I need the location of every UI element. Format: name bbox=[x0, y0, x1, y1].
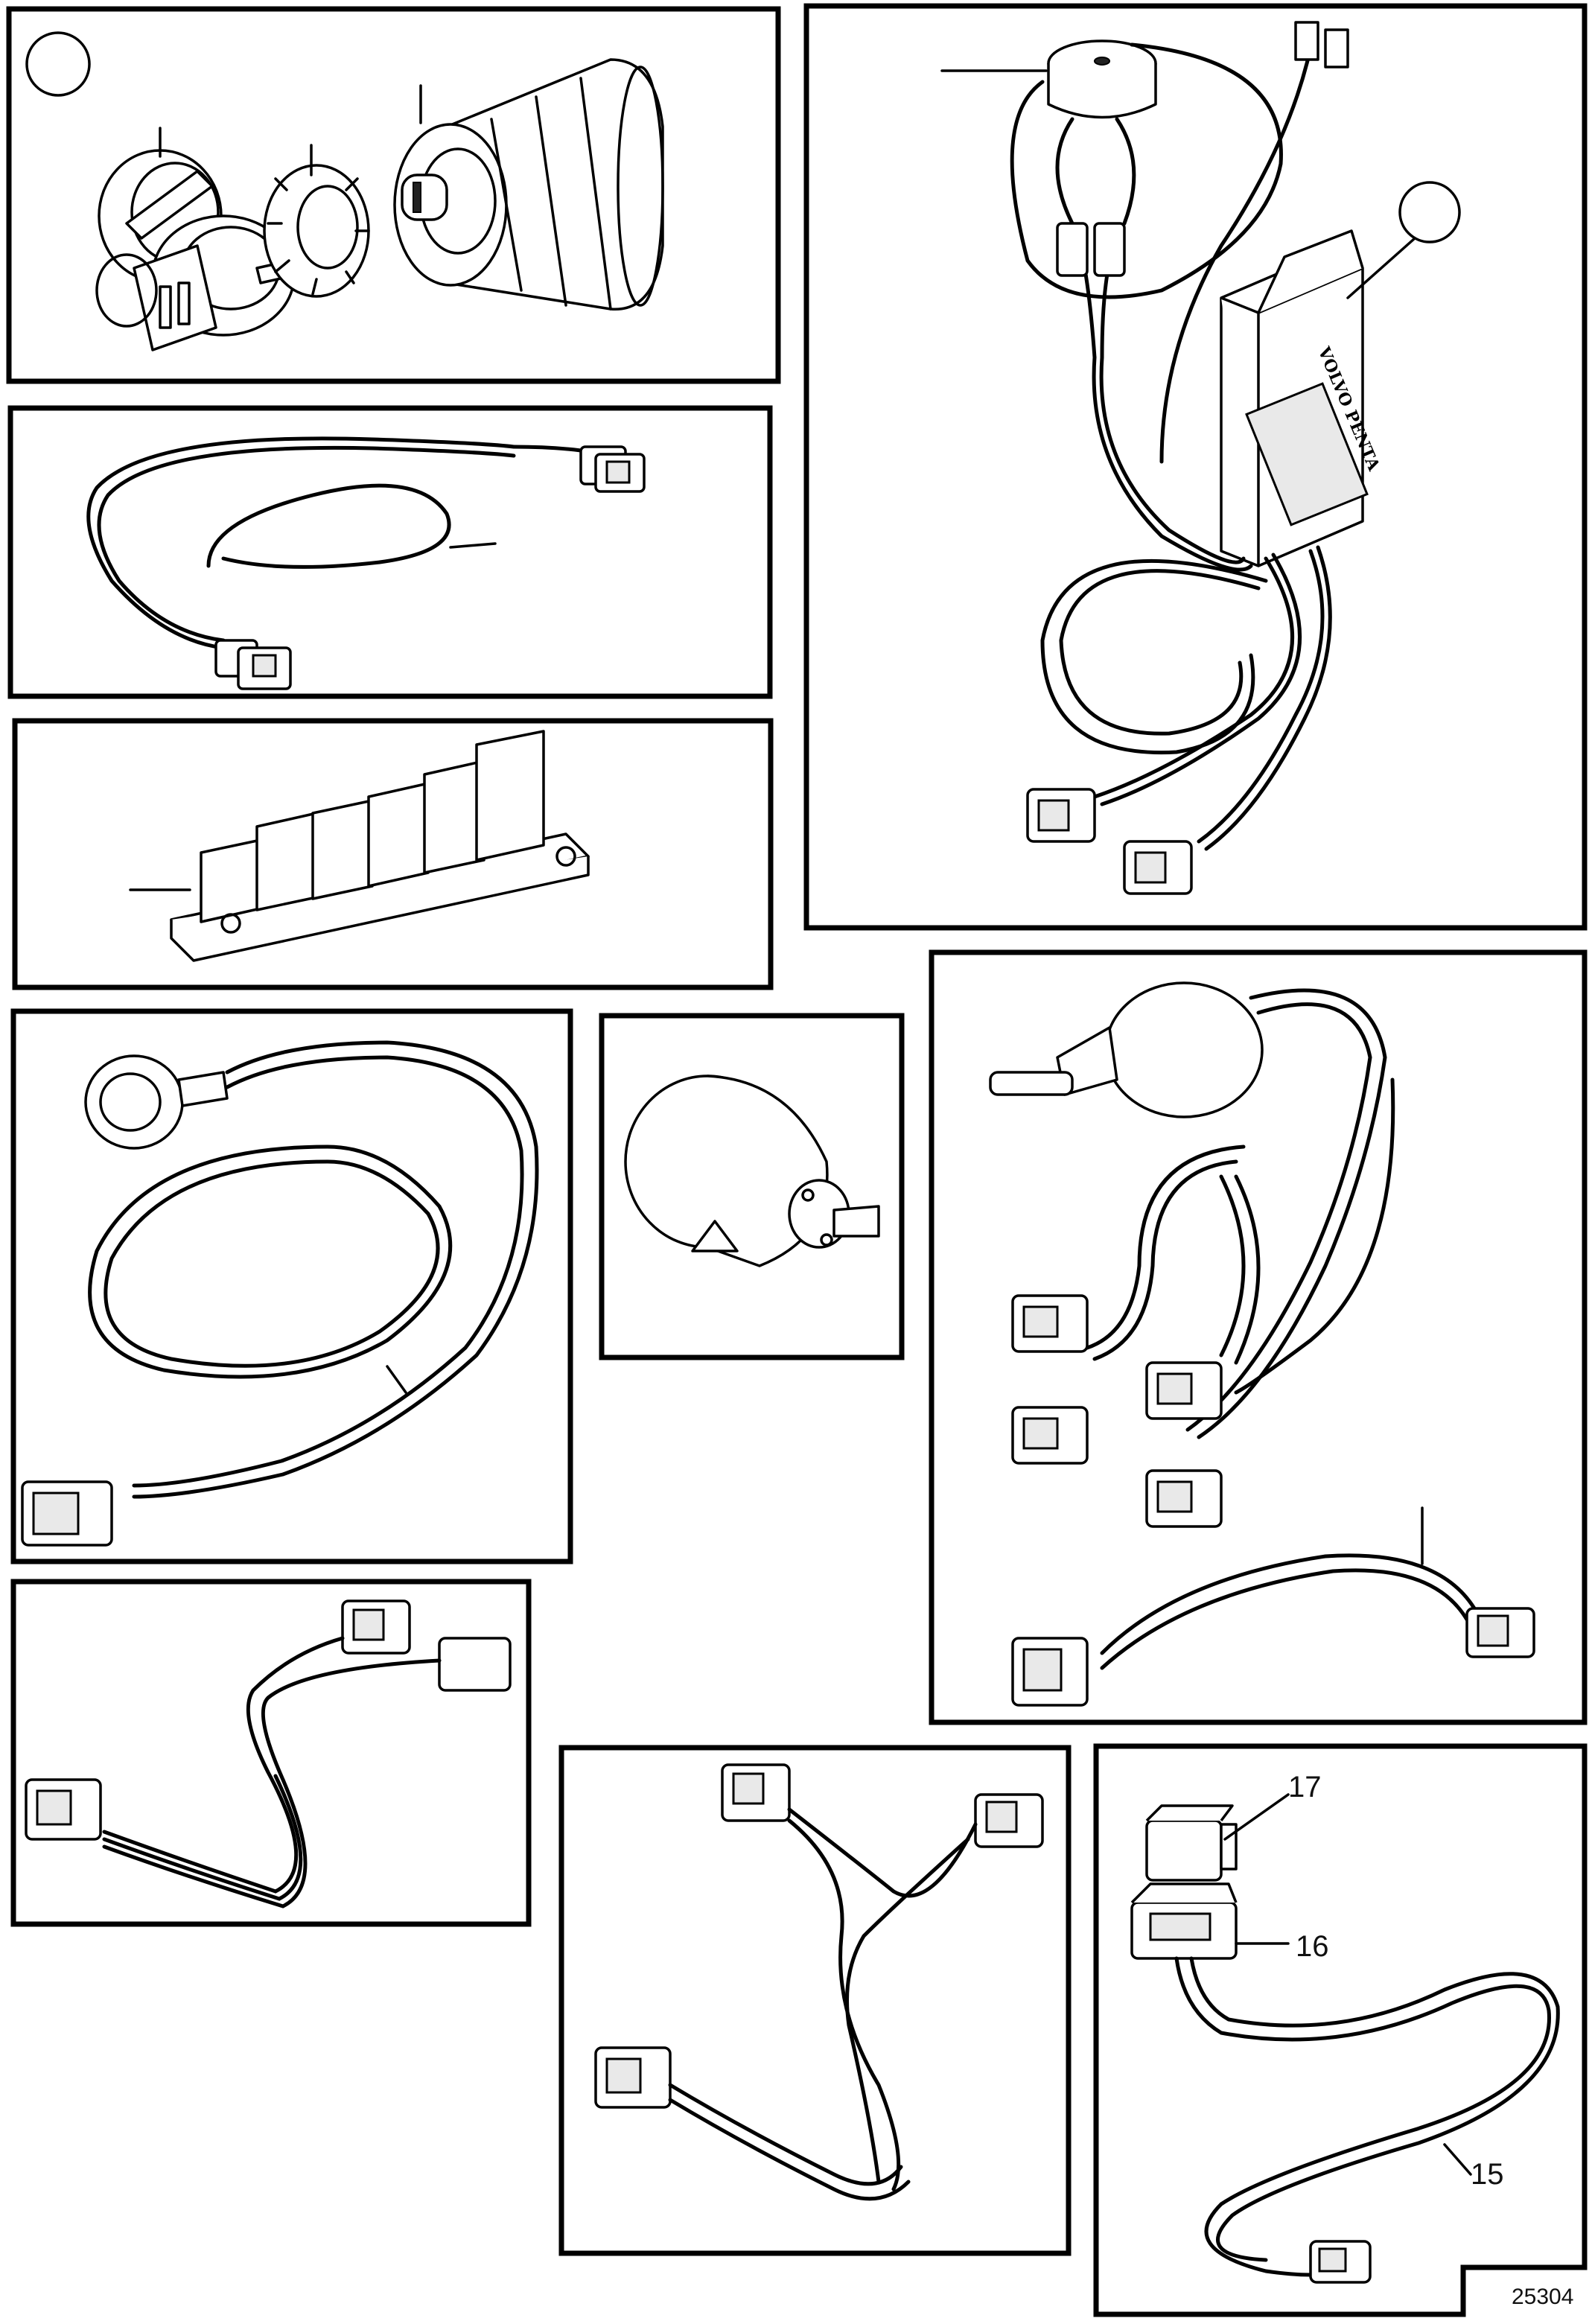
relay-cable-connector bbox=[1309, 2240, 1372, 2284]
callout-15: 15 bbox=[1471, 2158, 1504, 2191]
callout-17: 17 bbox=[1288, 1771, 1322, 1804]
lock-nut bbox=[263, 164, 370, 298]
panel-sender-with-branch-harness bbox=[929, 949, 1588, 1725]
junction-block-connectors bbox=[200, 730, 545, 923]
reference-circle bbox=[1398, 181, 1461, 243]
connector-bottom bbox=[214, 639, 292, 690]
panel-frame bbox=[599, 1013, 905, 1360]
buzzer bbox=[1047, 39, 1157, 119]
panel-y-harness-small bbox=[10, 1579, 532, 1927]
panel-sender-unit bbox=[599, 1013, 905, 1360]
panel-alarm-module-harness: VOLVO PENTA bbox=[803, 3, 1588, 931]
connector-bottom-left bbox=[594, 2046, 672, 2109]
panel-frame bbox=[803, 3, 1588, 931]
reference-circle bbox=[25, 31, 91, 97]
connector-e bbox=[1011, 1637, 1089, 1707]
callout-16: 16 bbox=[1296, 1930, 1329, 1963]
leader-17 bbox=[1223, 1793, 1290, 1841]
cable-loop bbox=[86, 436, 516, 650]
connector-d bbox=[1145, 1469, 1223, 1528]
connector-right bbox=[1123, 840, 1193, 895]
connector-a bbox=[1011, 1294, 1089, 1353]
lock-cylinder bbox=[393, 58, 664, 311]
connector-top bbox=[341, 1599, 411, 1655]
panel-frame bbox=[558, 1745, 1072, 2256]
panel-frame bbox=[12, 718, 774, 990]
sender-unit bbox=[624, 1075, 880, 1267]
panel-frame bbox=[7, 405, 773, 699]
leader-line bbox=[386, 1365, 407, 1394]
relay-holder bbox=[1130, 1882, 1238, 1960]
sender-unit-large bbox=[989, 981, 1264, 1118]
panel-junction-block bbox=[12, 718, 774, 990]
connector-c bbox=[1145, 1361, 1223, 1420]
connector-top-right bbox=[579, 445, 646, 493]
connector-right bbox=[438, 1637, 512, 1692]
panel-frame bbox=[1093, 1743, 1588, 2317]
connector-left bbox=[25, 1778, 102, 1841]
ignition-key bbox=[95, 214, 329, 351]
panel-connector-harness bbox=[7, 405, 773, 699]
connector-left bbox=[1026, 788, 1096, 843]
panel-y-harness-large bbox=[558, 1745, 1072, 2256]
connector-b bbox=[1011, 1406, 1089, 1465]
panel-cable-harness-long bbox=[10, 1008, 573, 1564]
volvo-penta-module bbox=[1220, 229, 1369, 567]
connector-top-right bbox=[974, 1793, 1044, 1848]
panel-frame bbox=[10, 1008, 573, 1564]
panel-relay-harness bbox=[1093, 1743, 1588, 2317]
rectangular-connector bbox=[21, 1480, 113, 1547]
relay bbox=[1145, 1804, 1238, 1882]
panel-ignition-switch-kit bbox=[6, 6, 781, 384]
connector-f bbox=[1465, 1607, 1535, 1658]
connector-top-left bbox=[721, 1763, 791, 1822]
panel-frame bbox=[929, 949, 1588, 1725]
leader-line bbox=[449, 542, 497, 549]
leader-15 bbox=[1443, 2143, 1472, 2176]
panel-frame bbox=[6, 6, 781, 384]
panel-frame bbox=[10, 1579, 532, 1927]
leader-line bbox=[1346, 237, 1416, 299]
round-connector bbox=[84, 1054, 229, 1150]
figure-number: 25304 bbox=[1512, 2285, 1574, 2309]
